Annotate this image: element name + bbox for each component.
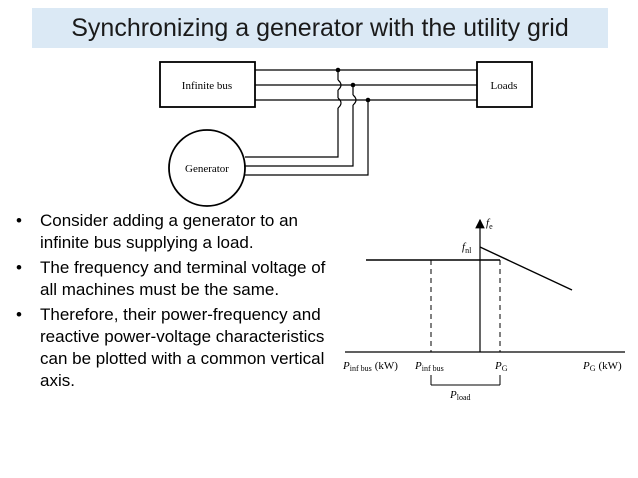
bullet-glyph: • (16, 211, 22, 230)
bullet-glyph: • (16, 305, 22, 324)
gen-lead-3 (245, 100, 369, 176)
infinite-bus-label: Infinite bus (182, 80, 232, 92)
bullet-list: • Consider adding a generator to an infin… (10, 210, 340, 395)
junction-dot-1 (335, 67, 341, 73)
bullet-item: • The frequency and terminal voltage of a… (10, 257, 340, 301)
generator-circle (168, 129, 246, 207)
bullet-text: The frequency and terminal voltage of al… (40, 258, 326, 299)
junction-dot-2 (350, 82, 356, 88)
slide-title: Synchronizing a generator with the utili… (71, 14, 569, 42)
gen-lead-1 (245, 122, 339, 158)
loads-label: Loads (491, 80, 518, 92)
gen-lead-2 (245, 115, 354, 167)
bullet-item: • Consider adding a generator to an infin… (10, 210, 340, 254)
bullet-text: Therefore, their power-frequency and rea… (40, 305, 325, 390)
title-bar: Synchronizing a generator with the utili… (32, 8, 608, 48)
bullet-glyph: • (16, 258, 22, 277)
generator-label: Generator (185, 163, 229, 175)
junction-dot-3 (365, 97, 371, 103)
bullet-item: • Therefore, their power-frequency and re… (10, 304, 340, 392)
bullet-text: Consider adding a generator to an infini… (40, 211, 299, 252)
